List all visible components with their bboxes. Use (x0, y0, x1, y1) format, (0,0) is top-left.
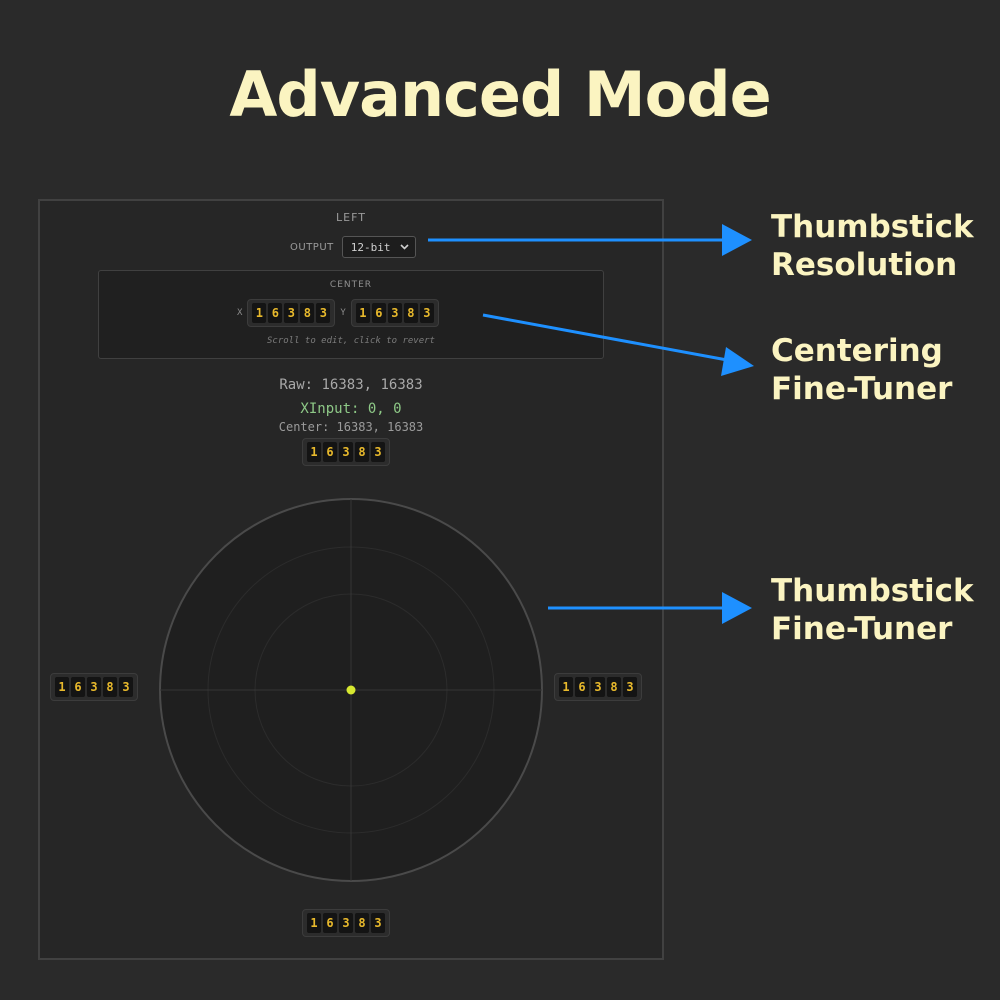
digit[interactable]: 3 (623, 677, 637, 697)
digit[interactable]: 3 (339, 442, 353, 462)
digit[interactable]: 3 (87, 677, 101, 697)
digit[interactable]: 3 (119, 677, 133, 697)
digit[interactable]: 1 (252, 303, 267, 323)
stick-side-label: LEFT (336, 211, 366, 224)
center-x-label: X (237, 308, 243, 318)
thumbstick-arrow (548, 592, 752, 624)
digit[interactable]: 6 (575, 677, 589, 697)
raw-readout: Raw: 16383, 16383 (279, 377, 423, 393)
annotation-resolution-line-1: Thumbstick (771, 209, 974, 245)
center-y-label: Y (340, 308, 346, 318)
digit[interactable]: 1 (307, 913, 321, 933)
output-label: OUTPUT (290, 241, 334, 253)
annotation-centering-line-2: Fine-Tuner (771, 371, 953, 407)
digit[interactable]: 3 (339, 913, 353, 933)
digit[interactable]: 3 (371, 442, 385, 462)
digit[interactable]: 6 (71, 677, 85, 697)
chevron-down-icon (400, 244, 409, 250)
digit[interactable]: 3 (284, 303, 299, 323)
page-title: Advanced Mode (229, 58, 771, 131)
digit[interactable]: 3 (419, 303, 434, 323)
annotation-resolution-line-2: Resolution (771, 247, 958, 283)
digit[interactable]: 8 (103, 677, 117, 697)
digit[interactable]: 3 (371, 913, 385, 933)
annotation-thumbstick-line-1: Thumbstick (771, 573, 974, 609)
thumbstick-visualizer[interactable] (158, 497, 544, 883)
center-title: CENTER (329, 280, 373, 290)
annotation-centering: Centering Fine-Tuner (771, 332, 952, 408)
output-resolution-select[interactable]: 12-bit (341, 236, 416, 258)
digit[interactable]: 6 (371, 303, 386, 323)
digit[interactable]: 3 (591, 677, 605, 697)
digit[interactable]: 8 (355, 442, 369, 462)
digit[interactable]: 1 (307, 442, 321, 462)
digit[interactable]: 1 (55, 677, 69, 697)
digit[interactable]: 1 (355, 303, 370, 323)
digit[interactable]: 8 (607, 677, 621, 697)
resolution-arrow (428, 224, 752, 256)
annotation-thumbstick-line-2: Fine-Tuner (771, 611, 953, 647)
digit[interactable]: 6 (323, 913, 337, 933)
digit[interactable]: 8 (403, 303, 418, 323)
stick-position-dot (346, 685, 356, 695)
digit[interactable]: 1 (559, 677, 573, 697)
xinput-readout: XInput: 0, 0 (300, 401, 402, 417)
digit[interactable]: 8 (355, 913, 369, 933)
centering-arrow (482, 313, 754, 376)
digit[interactable]: 3 (387, 303, 402, 323)
digit[interactable]: 6 (268, 303, 283, 323)
digit[interactable]: 6 (323, 442, 337, 462)
output-resolution-value: 12-bit (350, 240, 391, 254)
center-hint: Scroll to edit, click to revert (267, 336, 435, 346)
annotation-centering-line-1: Centering (771, 333, 943, 369)
digit[interactable]: 3 (316, 303, 331, 323)
output-row: OUTPUT 12-bit (290, 235, 416, 259)
annotation-thumbstick: Thumbstick Fine-Tuner (771, 572, 974, 648)
center-readout: Center: 16383, 16383 (278, 420, 424, 434)
annotation-resolution: Thumbstick Resolution (771, 208, 974, 284)
digit[interactable]: 8 (300, 303, 315, 323)
